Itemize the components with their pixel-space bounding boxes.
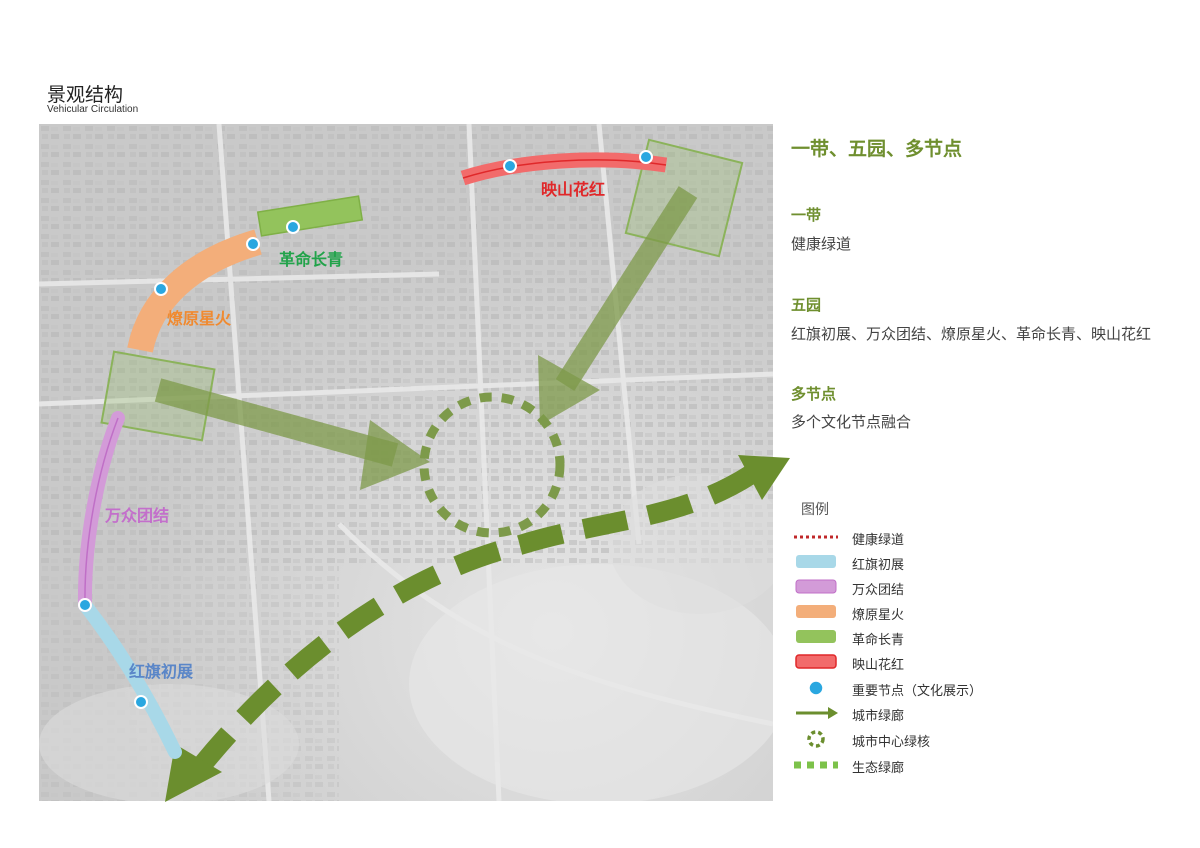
red-dotted-line-icon xyxy=(794,535,838,539)
legend-label: 城市中心绿核 xyxy=(852,735,931,750)
legend-title: 图例 xyxy=(801,502,829,518)
legend-label: 燎原星火 xyxy=(852,608,905,623)
green-arrow-icon xyxy=(796,707,838,719)
dashed-circle-icon xyxy=(807,730,825,748)
legend-item-wanzhong: 万众团结 xyxy=(790,577,1000,598)
label-hongqi: 红旗初展 xyxy=(129,662,194,681)
label-geming: 革命长青 xyxy=(279,250,344,269)
page-subtitle: Vehicular Circulation xyxy=(47,104,139,115)
green-band-icon xyxy=(796,630,836,643)
orange-band-icon xyxy=(796,605,836,618)
label-yingshan: 映山花红 xyxy=(541,180,606,199)
section-title-wuyuan: 五园 xyxy=(791,296,822,314)
legend-label: 映山花红 xyxy=(852,658,905,673)
section-title-duojiedian: 多节点 xyxy=(791,385,837,403)
legend-label: 重要节点（文化展示） xyxy=(852,684,983,699)
green-dashed-line-icon xyxy=(794,761,838,769)
legend-item-geming: 革命长青 xyxy=(790,627,1000,648)
aerial-map[interactable] xyxy=(39,124,773,801)
label-wanzhong: 万众团结 xyxy=(105,506,170,525)
section-title-yidai: 一带 xyxy=(791,206,822,224)
legend-label: 生态绿廊 xyxy=(852,761,905,776)
section-text-duojiedian: 多个文化节点融合 xyxy=(791,413,912,431)
legend-item-hongqi: 红旗初展 xyxy=(790,552,1000,573)
legend-label: 万众团结 xyxy=(852,583,905,598)
label-liaoyuan: 燎原星火 xyxy=(167,309,232,328)
legend-label: 健康绿道 xyxy=(852,533,905,548)
aerial-photo xyxy=(39,124,773,801)
legend-item-green-core: 城市中心绿核 xyxy=(790,729,1000,750)
page-title: 景观结构 xyxy=(47,84,124,106)
section-text-wuyuan: 红旗初展、万众团结、燎原星火、革命长青、映山花红 xyxy=(791,325,1152,343)
legend-item-node: 重要节点（文化展示） xyxy=(790,678,1000,699)
blue-dot-icon xyxy=(808,680,824,696)
legend-item-city-corridor: 城市绿廊 xyxy=(790,703,1000,724)
purple-band-icon xyxy=(795,579,837,594)
legend-label: 革命长青 xyxy=(852,633,905,648)
red-band-icon xyxy=(795,654,837,669)
legend-item-greenway: 健康绿道 xyxy=(790,527,1000,548)
legend-item-eco-corridor: 生态绿廊 xyxy=(790,755,1000,776)
section-text-yidai: 健康绿道 xyxy=(791,235,852,253)
legend-item-liaoyuan: 燎原星火 xyxy=(790,602,1000,623)
light-blue-band-icon xyxy=(796,555,836,568)
legend-label: 红旗初展 xyxy=(852,558,905,573)
panel-heading: 一带、五园、多节点 xyxy=(791,138,963,160)
legend-item-yingshan: 映山花红 xyxy=(790,652,1000,673)
legend-label: 城市绿廊 xyxy=(852,709,905,724)
